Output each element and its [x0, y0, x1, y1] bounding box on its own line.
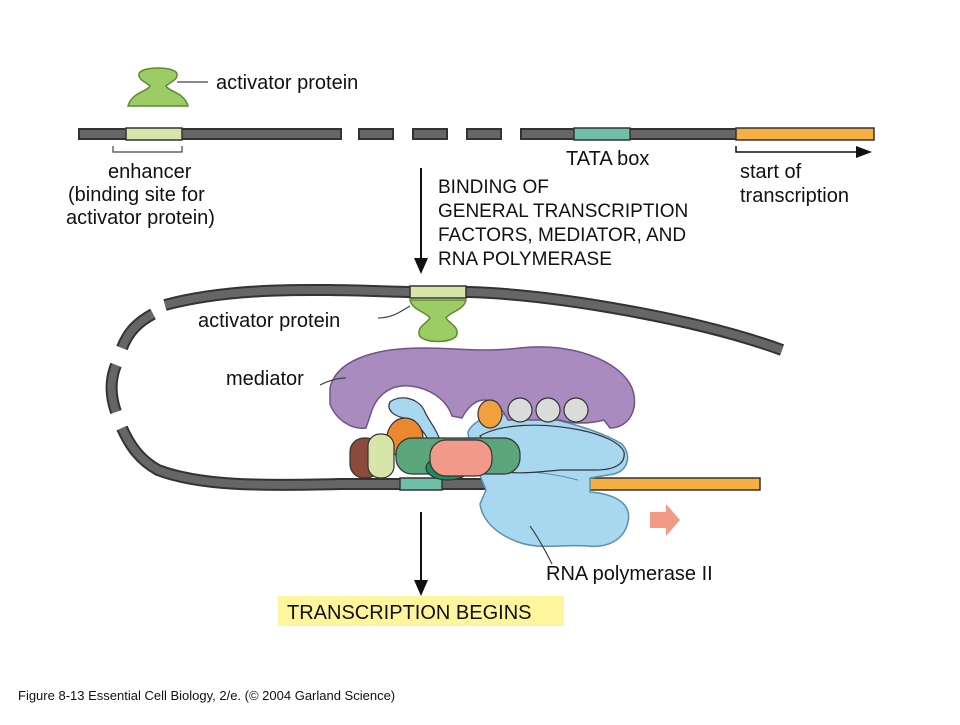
mediator-complex	[319, 346, 636, 429]
start-of-transcription-label: start of	[740, 161, 802, 183]
mediator-label: mediator	[226, 368, 304, 390]
enhancer-label: enhancer	[108, 161, 192, 183]
activator-protein-bound	[377, 299, 467, 343]
rna-polymerase-leader	[529, 525, 553, 565]
step-caption-line-2: GENERAL TRANSCRIPTION	[438, 201, 688, 222]
top-dna: activator protein enhancer (binding site…	[66, 67, 875, 229]
transcribed-region-top	[735, 127, 875, 141]
activator-protein-top	[127, 67, 208, 107]
enhancer-segment	[125, 127, 183, 141]
looped-dna	[105, 283, 785, 491]
start-of-transcription-label-line2: transcription	[740, 185, 849, 207]
enhancer-label-line3: activator protein)	[66, 207, 215, 229]
step-caption-line-1: BINDING OF	[438, 177, 549, 198]
enhancer-segment-bound	[409, 285, 467, 299]
step-arrow	[414, 168, 428, 274]
start-arrow	[735, 146, 862, 153]
start-arrow-head	[856, 146, 872, 158]
activator-protein-label-top: activator protein	[216, 72, 358, 94]
tata-box-label: TATA box	[566, 148, 649, 170]
result-arrow	[414, 512, 428, 596]
step-caption-line-4: RNA POLYMERASE	[438, 249, 612, 270]
general-transcription-factors	[349, 397, 625, 481]
step-caption-line-3: FACTORS, MEDIATOR, AND	[438, 225, 686, 246]
enhancer-bracket	[112, 146, 183, 153]
enhancer-label-line2: (binding site for	[68, 184, 205, 206]
transcription-begins-label: TRANSCRIPTION BEGINS	[287, 602, 531, 624]
step-caption: BINDING OF GENERAL TRANSCRIPTION FACTORS…	[438, 177, 688, 270]
tata-box-segment	[573, 127, 631, 141]
transcription-direction-arrow	[650, 504, 680, 536]
activator-protein-label-bound: activator protein	[198, 310, 340, 332]
tata-box-segment-bound	[399, 477, 443, 491]
figure-caption: Figure 8-13 Essential Cell Biology, 2/e.…	[18, 688, 395, 703]
rna-polymerase-label: RNA polymerase II	[546, 563, 713, 585]
transcription-begins-banner	[278, 596, 564, 626]
